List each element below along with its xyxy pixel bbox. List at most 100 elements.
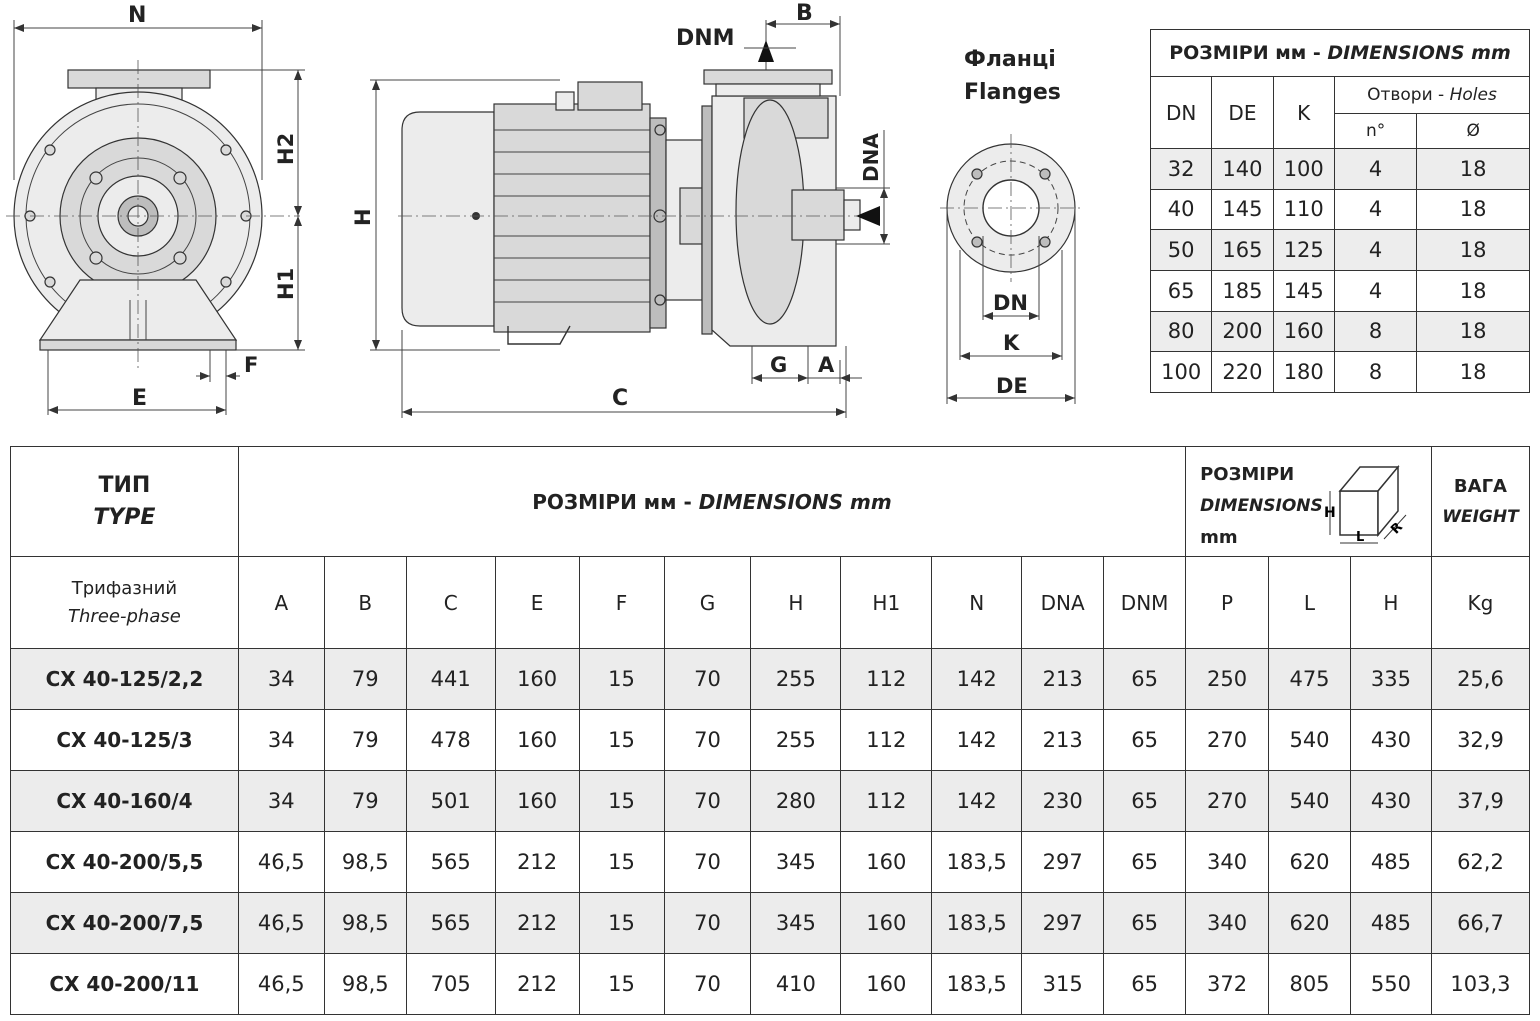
dim-label-c: C — [612, 386, 628, 411]
dim-label-h2: H2 — [274, 133, 298, 165]
dimension-cell: 565 — [405, 892, 496, 954]
dimension-cell: 160 — [840, 892, 933, 954]
dimension-cell: 410 — [750, 953, 842, 1015]
flange-cell-k: 125 — [1272, 229, 1335, 271]
dimension-cell: 142 — [931, 770, 1023, 832]
dimension-cell: 270 — [1185, 709, 1270, 771]
model-name: CX 40-200/11 — [10, 953, 239, 1015]
dimension-cell: 315 — [1021, 953, 1105, 1015]
dimension-cell: 620 — [1268, 831, 1351, 893]
dimension-cell: 160 — [494, 648, 580, 710]
dimension-cell: 70 — [663, 709, 752, 771]
dim-label-a: A — [818, 353, 835, 377]
dimension-cell: 112 — [840, 648, 933, 710]
dimension-cell: 478 — [405, 709, 496, 771]
dimension-cell: 160 — [840, 831, 933, 893]
packaging-header-ua: РОЗМІРИ — [1200, 464, 1295, 485]
column-header-kg-14: Kg — [1430, 556, 1531, 649]
dimension-cell: 70 — [663, 770, 752, 832]
phase-header-en: Three-phase — [68, 605, 181, 627]
pump-front-view: N — [6, 3, 305, 415]
dim-label-f: F — [244, 353, 258, 377]
dimension-cell: 297 — [1021, 831, 1105, 893]
dimension-cell: 255 — [750, 709, 842, 771]
flange-cell-n: 4 — [1333, 269, 1418, 312]
dimension-cell: 250 — [1185, 648, 1270, 710]
flange-header-dia: Ø — [1416, 113, 1530, 149]
dimensions-header-en: DIMENSIONS mm — [698, 489, 892, 514]
flanges-title-ua: Фланці — [964, 47, 1056, 72]
flange-cell-dn: 100 — [1149, 351, 1213, 393]
flange-cell-de: 140 — [1211, 148, 1274, 190]
flange-cell-n: 8 — [1333, 351, 1418, 393]
flange-cell-de: 185 — [1211, 269, 1274, 312]
flange-cell-dia: 18 — [1416, 269, 1530, 312]
pump-side-view: H — [351, 1, 890, 418]
flange-cell-de: 165 — [1211, 229, 1274, 271]
dimension-cell: 160 — [494, 770, 580, 832]
dimension-cell: 345 — [750, 892, 842, 954]
dimension-cell: 183,5 — [931, 892, 1023, 954]
dimension-cell: 34 — [237, 709, 325, 771]
box-label-h: H — [1324, 505, 1336, 521]
dimension-cell: 213 — [1021, 709, 1105, 771]
flange-table-title: РОЗМІРИ мм - DIMENSIONS mm — [1150, 29, 1530, 77]
column-header-f-4: F — [578, 556, 665, 649]
model-name: CX 40-125/2,2 — [10, 648, 239, 710]
type-header-en: TYPE — [93, 504, 156, 530]
dimension-cell: 213 — [1021, 648, 1105, 710]
dimension-cell: 565 — [405, 831, 496, 893]
dimension-cell: 335 — [1349, 648, 1432, 710]
flange-cell-dia: 18 — [1416, 188, 1530, 231]
dimension-cell: 15 — [578, 892, 665, 954]
column-header-l-12: L — [1268, 556, 1351, 649]
dim-label-dnm: DNM — [676, 26, 735, 51]
dim-label-g: G — [770, 353, 787, 377]
box-label-r: R — [1388, 520, 1406, 538]
dimension-cell: 212 — [494, 831, 580, 893]
dimension-cell: 70 — [663, 648, 752, 710]
dimension-cell: 15 — [578, 709, 665, 771]
weight-header-en: WEIGHT — [1442, 506, 1519, 527]
flange-header-de: DE — [1211, 76, 1274, 149]
column-header-dnm-10: DNM — [1103, 556, 1187, 649]
dimension-cell: 183,5 — [931, 831, 1023, 893]
dimension-cell: 79 — [323, 770, 407, 832]
motor-fins — [494, 129, 650, 303]
box-icon: H L R — [1324, 464, 1407, 545]
flange-header-holes-ua: Отвори - — [1367, 85, 1450, 105]
column-header-a-0: A — [237, 556, 325, 649]
dimension-cell: 540 — [1268, 709, 1351, 771]
flange-table-title-en: DIMENSIONS mm — [1327, 42, 1511, 64]
dimension-cell: 98,5 — [323, 831, 407, 893]
dimension-cell: 475 — [1268, 648, 1351, 710]
model-name: CX 40-200/5,5 — [10, 831, 239, 893]
model-name: CX 40-200/7,5 — [10, 892, 239, 954]
dimension-cell: 25,6 — [1430, 648, 1531, 710]
dimension-cell: 98,5 — [323, 953, 407, 1015]
column-header-p-11: P — [1185, 556, 1270, 649]
model-name: CX 40-160/4 — [10, 770, 239, 832]
dimension-cell: 15 — [578, 770, 665, 832]
flange-cell-de: 200 — [1211, 310, 1274, 353]
dimension-cell: 430 — [1349, 709, 1432, 771]
dimension-cell: 160 — [840, 953, 933, 1015]
dimension-cell: 212 — [494, 892, 580, 954]
dimension-cell: 112 — [840, 709, 933, 771]
flange-cell-k: 110 — [1272, 188, 1335, 231]
flange-cell-dia: 18 — [1416, 229, 1530, 271]
dimension-cell: 183,5 — [931, 953, 1023, 1015]
type-header-ua: ТИП — [98, 472, 151, 498]
flange-label-dn: DN — [993, 291, 1028, 315]
dimension-cell: 430 — [1349, 770, 1432, 832]
flange-cell-k: 100 — [1272, 148, 1335, 190]
flange-cell-dn: 32 — [1149, 148, 1213, 190]
flange-cell-n: 4 — [1333, 188, 1418, 231]
